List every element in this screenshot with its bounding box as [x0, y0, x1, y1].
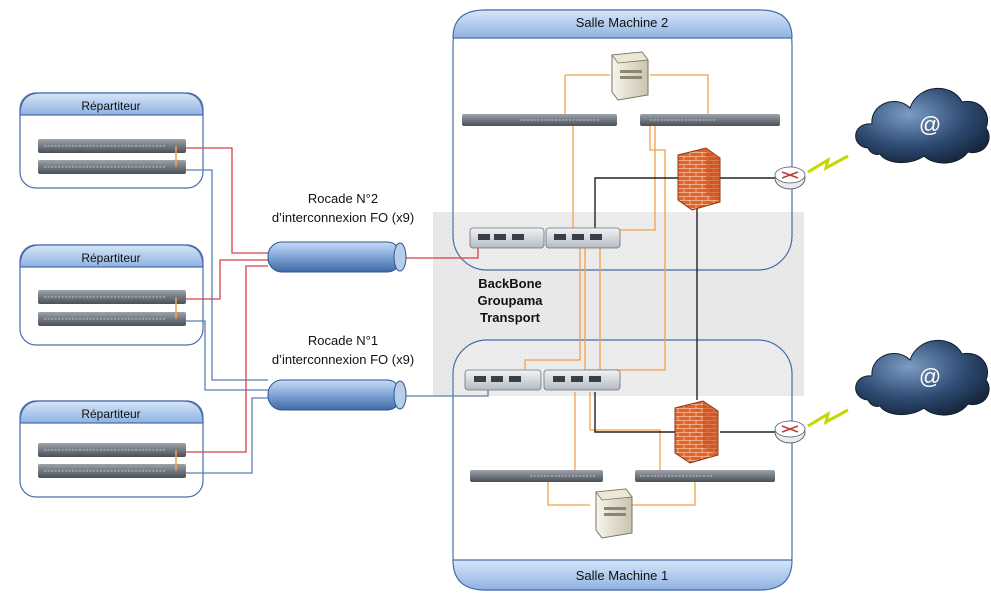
backbone-label-line1: BackBone: [478, 276, 542, 291]
salle-2-rack-switches: [462, 114, 780, 126]
wan-link-icon: [807, 408, 849, 428]
salle-1-rack-switches: [470, 470, 775, 482]
rocade-2-tube: [267, 241, 407, 273]
backbone-label-line3: Transport: [480, 310, 541, 325]
rocade-1-title: Rocade N°1: [308, 333, 378, 348]
firewall-icon: [677, 147, 721, 211]
salle-machine-1: [452, 339, 793, 591]
repartiteur-switches: [38, 139, 186, 478]
links-red: [183, 147, 490, 453]
wan-link-icon: [807, 154, 849, 174]
server-icon: [611, 51, 649, 101]
salle-machine-2-title: Salle Machine 2: [576, 15, 669, 30]
router-icon: [774, 420, 806, 444]
router-icon: [774, 166, 806, 190]
repartiteur-label-3: Répartiteur: [81, 407, 140, 421]
salle-machine-1-title: Salle Machine 1: [576, 568, 669, 583]
server-icon: [595, 488, 633, 539]
internet-cloud-icon: [855, 88, 990, 164]
repartiteur-label-2: Répartiteur: [81, 251, 140, 265]
rocade-1-subtitle: d’interconnexion FO (x9): [272, 352, 414, 367]
links-black: [594, 177, 775, 433]
rocade-1-tube: [267, 379, 407, 411]
core-switches-top: [469, 227, 621, 249]
rocade-2-title: Rocade N°2: [308, 191, 378, 206]
firewall-icon: [674, 400, 719, 464]
core-switches-bottom: [464, 369, 621, 391]
internet-symbol: @: [919, 112, 941, 137]
internet-cloud-icon: [855, 340, 990, 416]
internet-symbol: @: [919, 364, 941, 389]
rocade-2-subtitle: d’interconnexion FO (x9): [272, 210, 414, 225]
repartiteur-label-1: Répartiteur: [81, 99, 140, 113]
backbone-label-line2: Groupama: [477, 293, 543, 308]
